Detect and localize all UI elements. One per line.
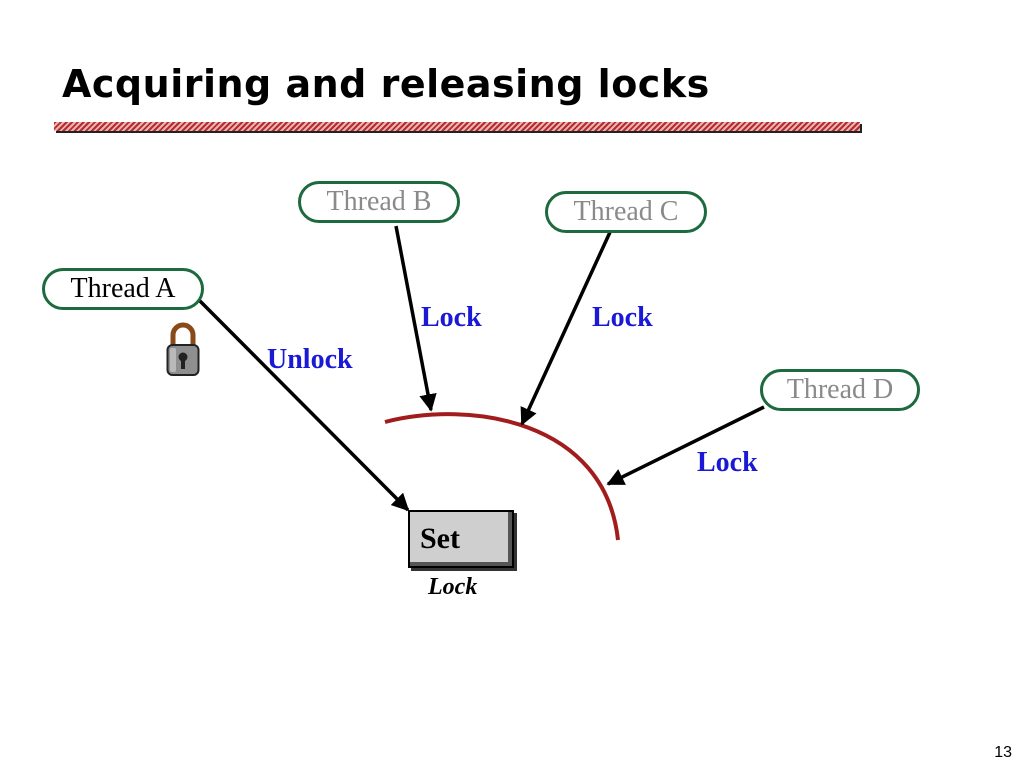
unlock-label: Unlock	[267, 344, 353, 375]
thread-d-lock-label: Lock	[697, 447, 758, 478]
title-underline	[54, 122, 860, 131]
thread-c-lock-arrow	[520, 229, 613, 426]
set-box: Set	[408, 510, 514, 568]
thread-b-lock-arrow	[394, 225, 437, 412]
page-number: 13	[994, 744, 1012, 761]
thread-d: Thread D	[760, 369, 920, 411]
set-lock-caption: Lock	[428, 574, 478, 600]
unlock-arrow	[193, 294, 410, 512]
slide-title: Acquiring and releasing locks	[62, 62, 710, 106]
thread-a: Thread A	[42, 268, 204, 310]
padlock-icon	[166, 322, 200, 376]
thread-c: Thread C	[545, 191, 707, 233]
thread-b: Thread B	[298, 181, 460, 223]
thread-d-lock-arrow	[606, 405, 765, 486]
wait-queue-arc	[384, 412, 620, 541]
thread-c-lock-label: Lock	[592, 302, 653, 333]
thread-b-lock-label: Lock	[421, 302, 482, 333]
